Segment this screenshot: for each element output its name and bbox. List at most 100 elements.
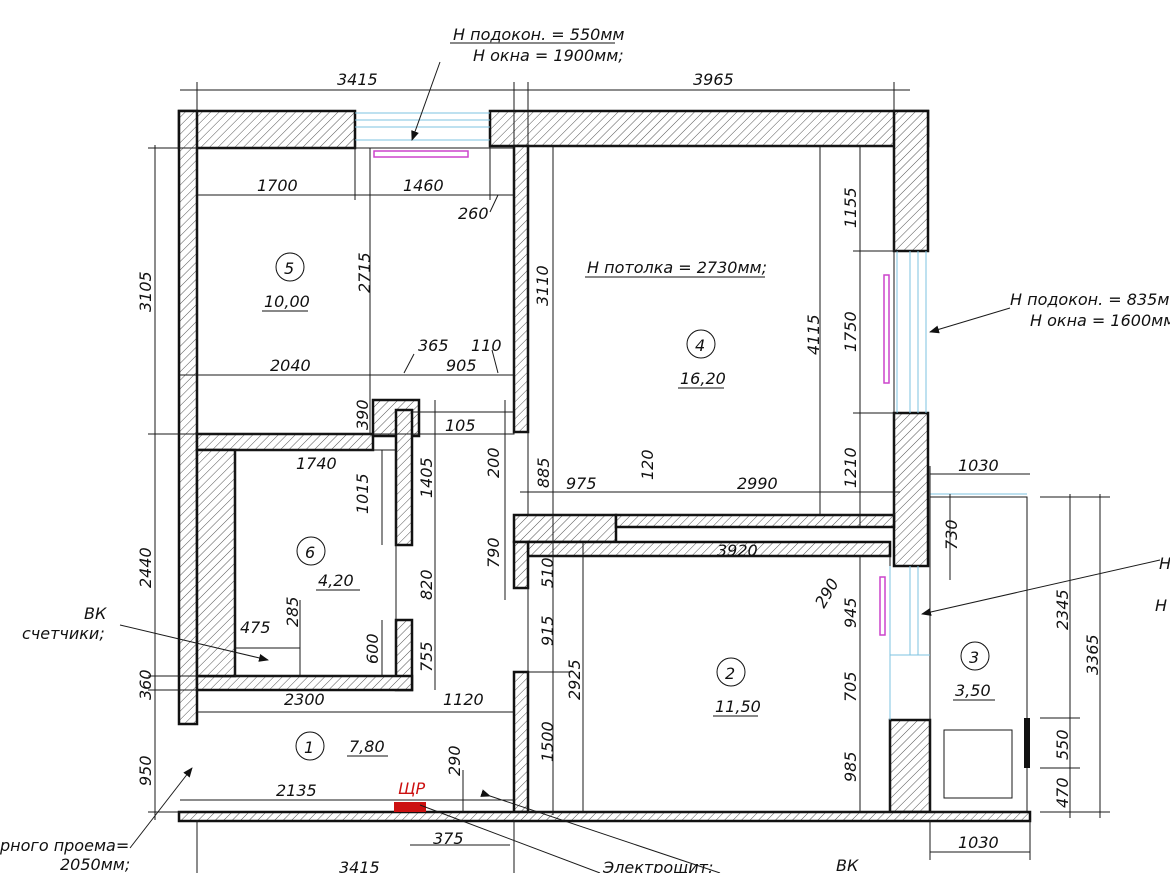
dim-3920: 3920 (717, 541, 758, 560)
room-3: 3 3,50 (953, 641, 995, 701)
dim-885: 885 (534, 457, 553, 488)
window1-sill-label: Н подокон. = 550мм (453, 25, 624, 44)
vk-shaft (1024, 718, 1030, 768)
room-6: 6 4,20 (296, 536, 360, 591)
room-5: 5 10,00 (262, 252, 310, 312)
room-number: 1 (304, 738, 314, 757)
panel-label: ЩР (398, 779, 426, 798)
dim-945: 945 (841, 597, 860, 628)
dim-1700: 1700 (257, 176, 298, 195)
dim-365: 365 (418, 336, 449, 355)
dim-4115: 4115 (804, 314, 823, 355)
dim-1030-top: 1030 (958, 456, 999, 475)
dim-1015: 1015 (353, 473, 372, 514)
vertical-dimension-values: 3105 2715 3110 1155 1750 4115 1210 390 2… (136, 187, 1102, 808)
room-number: 4 (695, 336, 705, 355)
dim-550: 550 (1053, 729, 1072, 760)
edge-label-h2: Н (1155, 596, 1167, 615)
dim-105: 105 (445, 416, 476, 435)
dimension-lines (148, 82, 1110, 873)
room-1: 1 7,80 (295, 731, 388, 761)
room-area: 7,80 (349, 737, 385, 756)
dim-3110: 3110 (533, 265, 552, 306)
dim-1210: 1210 (841, 447, 860, 488)
window2-height-label: Н окна = 1600мм; (1030, 311, 1170, 330)
dim-975: 975 (566, 474, 597, 493)
dim-475: 475 (240, 618, 271, 637)
dim-top-left: 3415 (337, 70, 378, 89)
dim-top-right: 3965 (693, 70, 734, 89)
door-opening-label: рного проема= (0, 836, 129, 855)
room-number: 3 (969, 648, 979, 667)
panel-caption: Электрощит; (602, 858, 713, 873)
dim-600: 600 (363, 633, 382, 664)
dim-110: 110 (471, 336, 502, 355)
dim-1500: 1500 (538, 721, 557, 762)
dim-1030-bottom: 1030 (958, 833, 999, 852)
electrical-panel (394, 802, 426, 812)
dim-950: 950 (136, 755, 155, 786)
dim-360: 360 (136, 669, 155, 700)
dim-2135: 2135 (276, 781, 317, 800)
dim-1405: 1405 (417, 457, 436, 498)
meters-label: счетчики; (22, 624, 105, 643)
dim-1750: 1750 (841, 311, 860, 352)
dim-1120: 1120 (443, 690, 484, 709)
dim-755: 755 (417, 641, 436, 672)
annotations: Н подокон. = 550мм Н окна = 1900мм; Н по… (0, 25, 1170, 873)
dim-790: 790 (484, 537, 503, 568)
dim-1155: 1155 (841, 187, 860, 228)
dim-3105: 3105 (136, 271, 155, 312)
dim-120: 120 (638, 449, 657, 480)
room-labels: 5 10,00 4 16,20 6 4,20 2 11,50 3 3,50 (262, 252, 995, 761)
room-area: 10,00 (264, 292, 310, 311)
dim-1460: 1460 (403, 176, 444, 195)
room-area: 4,20 (318, 571, 354, 590)
room-number: 5 (284, 259, 294, 278)
door-opening-value: 2050мм; (60, 855, 130, 873)
leader-lines (119, 61, 1161, 873)
dim-290-right: 290 (811, 575, 843, 611)
dim-3365: 3365 (1083, 634, 1102, 675)
dim-bottom-left: 3415 (339, 858, 380, 873)
room-number: 2 (725, 664, 735, 683)
dim-260: 260 (458, 204, 489, 223)
window1-height-label: Н окна = 1900мм; (473, 46, 624, 65)
room-2: 2 11,50 (713, 657, 761, 717)
dim-730: 730 (942, 519, 961, 550)
dim-985: 985 (841, 751, 860, 782)
vk-meters-label: ВК (84, 604, 107, 623)
ceiling-height-label: Н потолка = 2730мм; (587, 258, 767, 277)
dim-390: 390 (353, 399, 372, 430)
room-4: 4 16,20 (678, 329, 726, 389)
radiators (373, 150, 890, 636)
dim-290-bottom: 290 (445, 745, 464, 776)
dim-2715: 2715 (355, 252, 374, 293)
dim-2345: 2345 (1053, 589, 1072, 630)
vk-bottom-label: ВК (836, 856, 859, 873)
edge-label-h1: Н (1159, 554, 1170, 573)
dim-705: 705 (841, 671, 860, 702)
dim-820: 820 (417, 569, 436, 600)
dim-2040: 2040 (270, 356, 311, 375)
dim-915: 915 (538, 615, 557, 646)
bathtub (943, 729, 1013, 799)
dim-510: 510 (538, 557, 557, 588)
room-number: 6 (305, 543, 315, 562)
dim-2440: 2440 (136, 547, 155, 588)
dimension-values: 3415 3965 3415 1700 1460 260 2040 365 11… (240, 70, 999, 873)
dim-375: 375 (433, 829, 464, 848)
walls (177, 109, 1032, 823)
windows (355, 112, 1027, 720)
dim-470: 470 (1053, 777, 1072, 808)
dim-200: 200 (484, 447, 503, 478)
dim-2925: 2925 (565, 659, 584, 700)
room-area: 16,20 (680, 369, 726, 388)
room-area: 11,50 (715, 697, 761, 716)
dim-285: 285 (283, 596, 302, 627)
dim-2300: 2300 (284, 690, 325, 709)
dim-1740: 1740 (296, 454, 337, 473)
dim-905: 905 (446, 356, 477, 375)
room-area: 3,50 (955, 681, 991, 700)
